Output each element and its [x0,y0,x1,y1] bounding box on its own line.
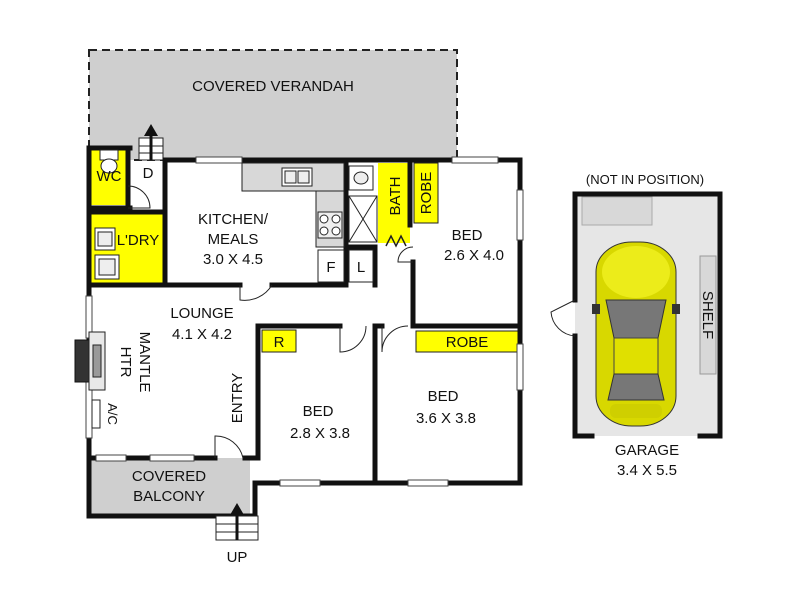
laundry-tub-icon [94,227,120,280]
windows [85,156,524,487]
not-in-position-label: (NOT IN POSITION) [586,172,704,187]
fridge-label: F [326,259,335,276]
shower-icon [348,195,378,243]
house-walls [86,145,523,519]
bath-highlight [378,163,410,243]
bed-mid-label: BED [303,403,334,420]
garage-size: 3.4 X 5.5 [617,462,677,479]
fridge [317,249,345,283]
kitchen-size: 3.0 X 4.5 [203,251,263,268]
bed-right-label: BED [428,388,459,405]
toilet-icon [99,149,119,174]
bed-top-label: BED [452,227,483,244]
bath-label: BATH [387,177,404,216]
garage-side-door [550,299,576,337]
bath-door-zigzag [385,234,407,248]
covered-balcony-area [91,458,250,514]
entry-label: ENTRY [229,373,246,424]
robe-vertical-room [413,162,439,224]
kitchen-label-line2: MEALS [208,231,259,248]
shelf [699,255,717,375]
robe-r [261,329,297,353]
lounge-label: LOUNGE [170,305,233,322]
bed-right-size: 3.6 X 3.8 [416,410,476,427]
sink-icon [281,167,313,187]
car-icon [592,241,680,427]
kitchen-label-line1: KITCHEN/ [198,211,269,228]
robe-horizontal-label: ROBE [446,334,489,351]
bed-top-size: 2.6 X 4.0 [444,247,504,264]
robe-r-label: R [274,334,285,351]
ac-label: A/C [105,403,120,425]
fireplace-icon [74,331,106,391]
bed-mid-size: 2.8 X 3.8 [290,425,350,442]
door-swings [127,185,414,459]
robe-vertical-label: ROBE [418,172,435,215]
shelf-label: SHELF [699,291,716,339]
covered-balcony-line2: BALCONY [133,488,205,505]
garage-label: GARAGE [615,442,679,459]
htr-label: HTR [117,347,134,378]
up-label: UP [227,549,248,566]
covered-balcony-line1: COVERED [132,468,206,485]
linen-label: L [357,259,365,276]
laundry-label: L'DRY [117,232,160,249]
lounge-size: 4.1 X 4.2 [172,326,232,343]
ac-unit [91,399,101,429]
garage-top-panel [581,196,653,226]
wc-label: WC [97,168,122,185]
mantle-label: MANTLE [136,332,153,393]
covered-verandah-label: COVERED VERANDAH [192,78,354,95]
arrow-up-icon [144,124,158,160]
linen-cupboard [348,249,374,283]
cooktop-icon [317,211,343,239]
vanity-icon [348,165,374,191]
garage-walls [572,191,723,439]
arrow-up-icon [230,503,244,540]
door-d-label: D [143,165,154,182]
